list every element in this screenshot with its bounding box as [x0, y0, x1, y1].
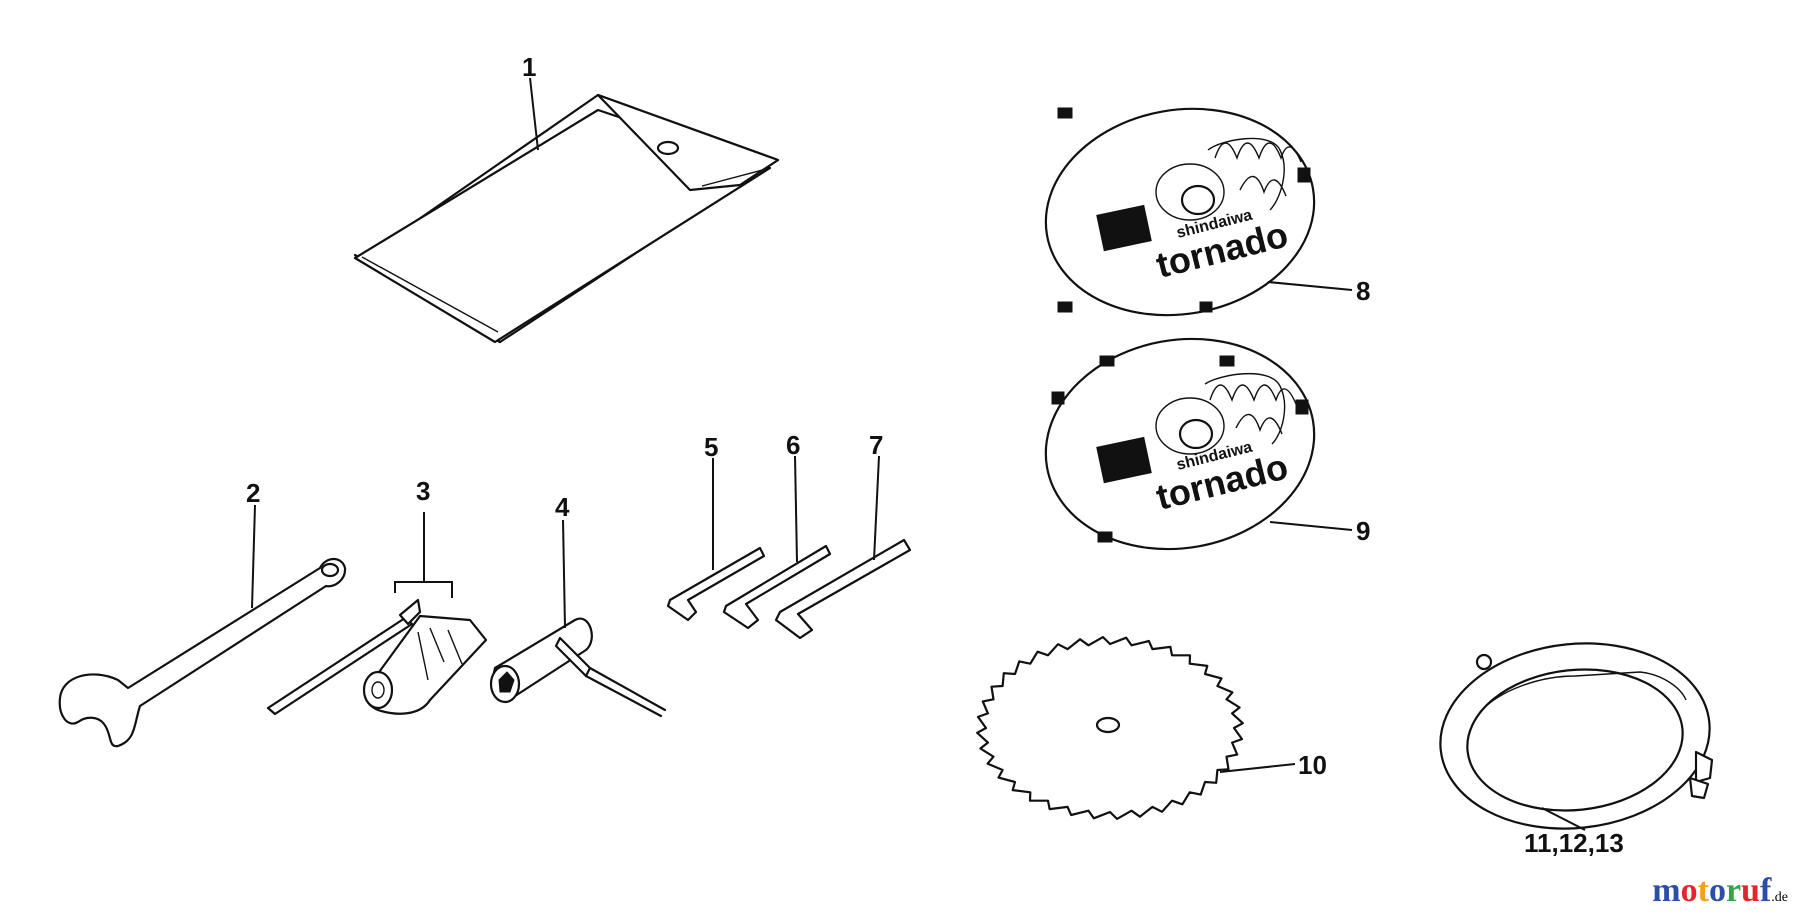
leader-3 [394, 581, 453, 598]
watermark-letter: m [1652, 872, 1681, 909]
part-6-hex-key [722, 544, 832, 630]
part-5-hex-key [666, 546, 766, 622]
part-10-saw-blade [976, 636, 1244, 820]
callout-6: 6 [786, 430, 800, 460]
callout-10: 10 [1298, 750, 1327, 780]
leader-11 [1541, 807, 1586, 831]
callout-9: 9 [1356, 516, 1370, 546]
watermark-letter: o [1680, 872, 1698, 909]
leader-1 [529, 77, 539, 151]
part-7-hex-key [774, 538, 912, 640]
watermark-suffix: .de [1771, 890, 1788, 905]
part-8-blade: shindaiwa tornado [1044, 107, 1316, 317]
part-2-wrench [58, 557, 347, 748]
part-4-socket-wrench [489, 617, 667, 718]
callout-2: 2 [246, 478, 260, 508]
callout-11: 11,12,13 [1524, 828, 1624, 858]
callout-1: 1 [522, 52, 536, 82]
part-11-ring [1439, 642, 1714, 830]
part-1-manual [353, 93, 780, 344]
leader-7 [873, 455, 880, 561]
part-3-driver-set [266, 598, 488, 716]
callout-3: 3 [416, 476, 430, 506]
part-9-blade: shindaiwa tornado [1044, 337, 1316, 551]
brand-watermark: motoruf.de [1652, 872, 1788, 910]
leader-10 [1219, 763, 1296, 773]
leader-6 [794, 455, 798, 563]
leader-8 [1267, 281, 1353, 291]
watermark-letter: o [1708, 872, 1726, 909]
callout-5: 5 [704, 432, 718, 462]
watermark-logo: motoruf [1652, 872, 1771, 909]
watermark-letter: u [1741, 872, 1760, 909]
leader-9 [1269, 521, 1353, 531]
leader-4 [562, 519, 566, 629]
watermark-letter: t [1697, 872, 1709, 909]
callout-7: 7 [869, 430, 883, 460]
callout-4: 4 [555, 492, 570, 522]
watermark-letter: f [1759, 872, 1772, 909]
callout-8: 8 [1356, 276, 1370, 306]
watermark-letter: r [1725, 872, 1742, 909]
leader-2 [251, 504, 256, 609]
